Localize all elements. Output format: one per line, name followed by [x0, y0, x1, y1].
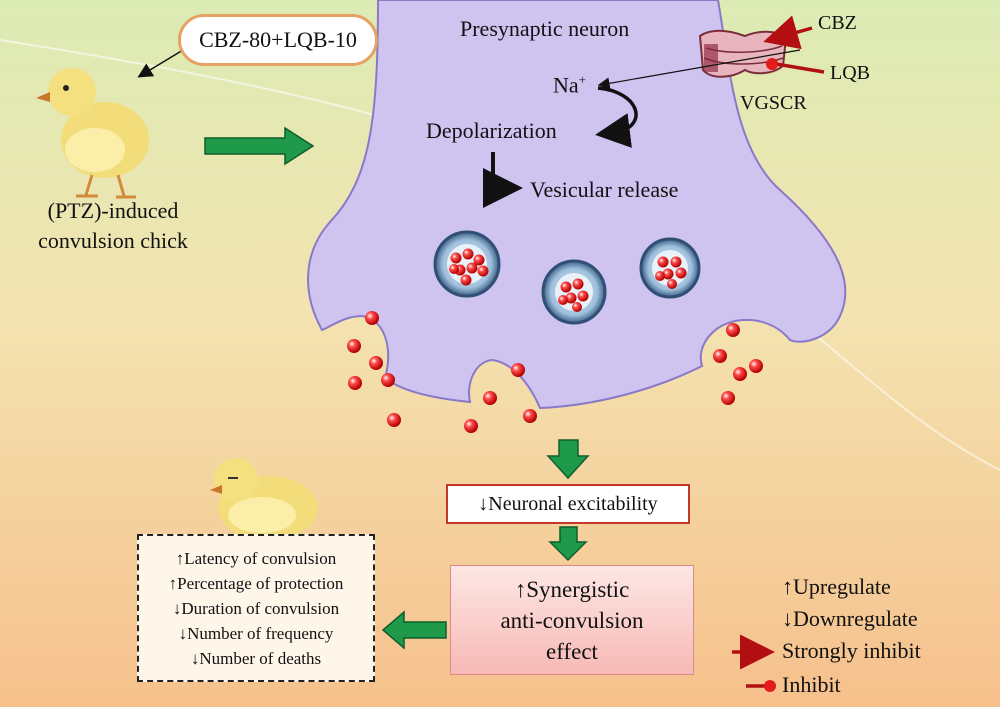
synergistic-effect-box: ↑Synergistic anti-convulsion effect [450, 565, 694, 675]
legend-inhibit-icon [764, 680, 776, 692]
effect-line-3: effect [546, 638, 598, 664]
chick-label: (PTZ)-induced convulsion chick [18, 196, 208, 256]
down-arrow-excitability [546, 439, 590, 480]
effect-line-2: anti-convulsion [500, 607, 644, 633]
lqb-label: LQB [830, 62, 870, 84]
chick-standing-icon [36, 68, 149, 199]
chick-label-line-2: convulsion chick [38, 228, 188, 253]
result-item: ↓Number of deaths [190, 648, 322, 668]
legend-strongly-inhibit: Strongly inhibit [782, 638, 921, 663]
vgscr-label: VGSCR [740, 92, 807, 114]
lqb-inhibit-dot [766, 58, 778, 70]
vesicular-release-label: Vesicular release [530, 177, 679, 202]
result-item: ↑Latency of convulsion [175, 548, 337, 568]
legend-downregulate: ↓Downregulate [782, 606, 918, 631]
vesicle [541, 259, 607, 325]
cbz-label: CBZ [818, 12, 857, 34]
down-arrow-effect [548, 526, 588, 562]
vesicular-release-arrow [483, 152, 523, 208]
result-item: ↓Number of frequency [178, 623, 334, 643]
neurotransmitter-cluster [449, 248, 687, 312]
vesicle [433, 230, 501, 298]
sodium-symbol: Na [553, 72, 579, 98]
neuronal-excitability-box: ↓Neuronal excitability [446, 484, 690, 524]
released-neurotransmitters [347, 311, 763, 433]
chick-label-line-1: (PTZ)-induced [47, 198, 179, 223]
sodium-influx-arrow [597, 49, 801, 90]
depolarization-arrow [595, 86, 638, 148]
treatment-to-chick-arrow [137, 49, 184, 78]
treatment-label: CBZ-80+LQB-10 [178, 14, 378, 66]
cbz-strong-inhibit-arrow [763, 15, 813, 50]
legend-inhibit: Inhibit [782, 672, 841, 697]
result-item: ↑Percentage of protection [168, 573, 344, 593]
chick-resting-icon [210, 458, 318, 540]
effect-line-1: ↑Synergistic [514, 576, 630, 602]
neuron-title: Presynaptic neuron [460, 16, 630, 41]
left-arrow-results [381, 610, 447, 650]
result-item: ↓Duration of convulsion [172, 598, 340, 618]
depolarization-label: Depolarization [426, 118, 557, 143]
lqb-inhibit-line [775, 62, 825, 74]
treatment-flow-arrow [204, 126, 315, 166]
results-box: ↑Latency of convulsion ↑Percentage of pr… [137, 534, 375, 682]
sodium-charge: + [578, 72, 586, 87]
sodium-ion-label: Na+ [553, 72, 586, 98]
neuron-body [307, 0, 847, 410]
legend-upregulate: ↑Upregulate [782, 574, 891, 599]
